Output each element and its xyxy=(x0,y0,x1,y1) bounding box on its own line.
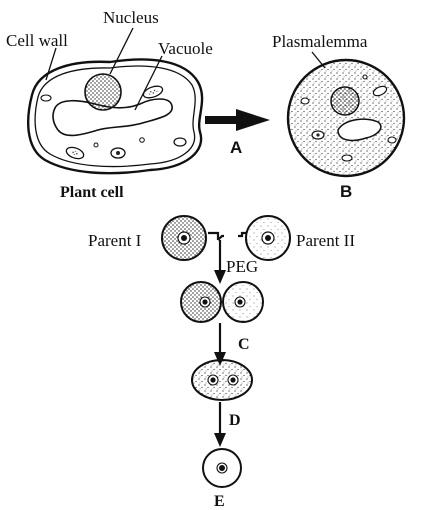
nucleus xyxy=(84,73,122,111)
peg-arrowhead xyxy=(214,270,226,284)
organelle xyxy=(148,89,158,95)
plasmalemma-pointer xyxy=(311,51,326,69)
nucleus xyxy=(330,86,360,116)
cell-wall-outline xyxy=(27,58,204,175)
plasmalemma-label: Plasmalemma xyxy=(272,32,368,51)
organelle xyxy=(300,97,310,105)
organelle xyxy=(387,136,397,144)
fusion-bracket xyxy=(208,231,246,241)
step-c-label: C xyxy=(238,336,250,353)
organelle xyxy=(173,137,187,147)
cell-b-label: B xyxy=(340,182,352,201)
step-d-label: D xyxy=(229,412,241,429)
nucleus-label: Nucleus xyxy=(103,8,159,27)
organelle xyxy=(40,94,52,102)
vacuole xyxy=(337,118,382,142)
c-arrowhead xyxy=(214,352,226,366)
arrow-a-label: A xyxy=(230,138,242,157)
plant-cell xyxy=(27,58,204,175)
parent-1-label: Parent I xyxy=(88,231,142,250)
organelle xyxy=(71,150,79,156)
parent-2-cell xyxy=(245,215,291,261)
parent-1-cell xyxy=(161,215,207,261)
organelle xyxy=(116,151,120,155)
cell-wall-pointer xyxy=(45,47,57,81)
nucleus-pointer xyxy=(109,27,134,75)
vacuole-pointer xyxy=(134,55,163,111)
fusing-protoplasts xyxy=(180,281,264,323)
cell-e-label: E xyxy=(214,493,225,510)
cell-wall-inner xyxy=(34,65,196,168)
organelle xyxy=(341,154,353,162)
cell-wall-label: Cell wall xyxy=(6,31,68,50)
d-arrowhead xyxy=(214,433,226,447)
protoplast-b xyxy=(286,58,406,178)
organelle xyxy=(372,85,388,97)
fused-cell xyxy=(191,359,253,401)
plant-cell-label: Plant cell xyxy=(60,184,124,201)
peg-label: PEG xyxy=(226,257,258,276)
parent-2-label: Parent II xyxy=(296,231,355,250)
arrow-a xyxy=(205,109,270,131)
hybrid-cell-e xyxy=(202,448,242,488)
vacuole-label: Vacuole xyxy=(158,39,213,58)
